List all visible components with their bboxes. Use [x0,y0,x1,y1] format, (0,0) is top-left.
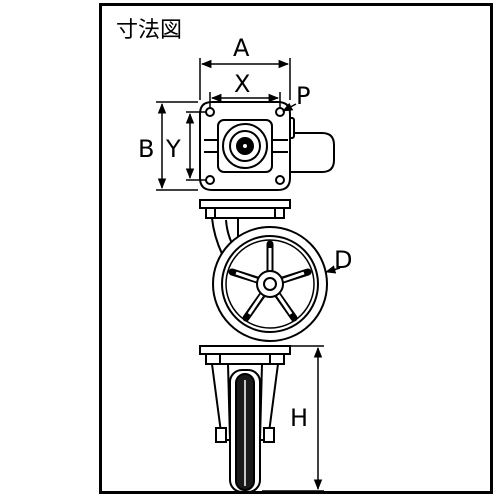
dim-label-p: P [296,82,310,110]
dimension-d [324,265,341,274]
axle-nut-right [263,427,275,443]
dim-label-y: Y [165,135,181,163]
dim-label-a: A [233,34,250,62]
brake-housing [277,132,335,173]
boss-center [241,142,249,150]
bolt-hole-br [275,175,285,185]
dim-label-x: X [234,70,250,98]
bolt-hole-bl [205,175,215,185]
top-view [199,101,335,191]
dimension-p [282,102,297,112]
dimension-x [209,92,281,108]
front-swivel-ring [205,353,285,365]
front-view [199,345,291,493]
wheel-axle [263,277,277,291]
dimension-a [199,58,291,100]
front-top-plate [199,345,291,355]
bolt-hole-tr [275,107,285,117]
dim-label-d: D [334,246,352,274]
page-title: 寸法図 [116,18,183,43]
side-swivel-ring [205,207,285,219]
dimension-y [185,111,206,181]
bolt-hole-tl [205,107,215,117]
dimension-h [262,345,324,492]
dim-label-b: B [138,135,154,163]
side-view [199,199,328,342]
axle-nut-left [215,427,227,443]
side-top-plate [199,199,291,209]
dim-label-h: H [290,404,308,432]
dimension-b [156,101,198,191]
